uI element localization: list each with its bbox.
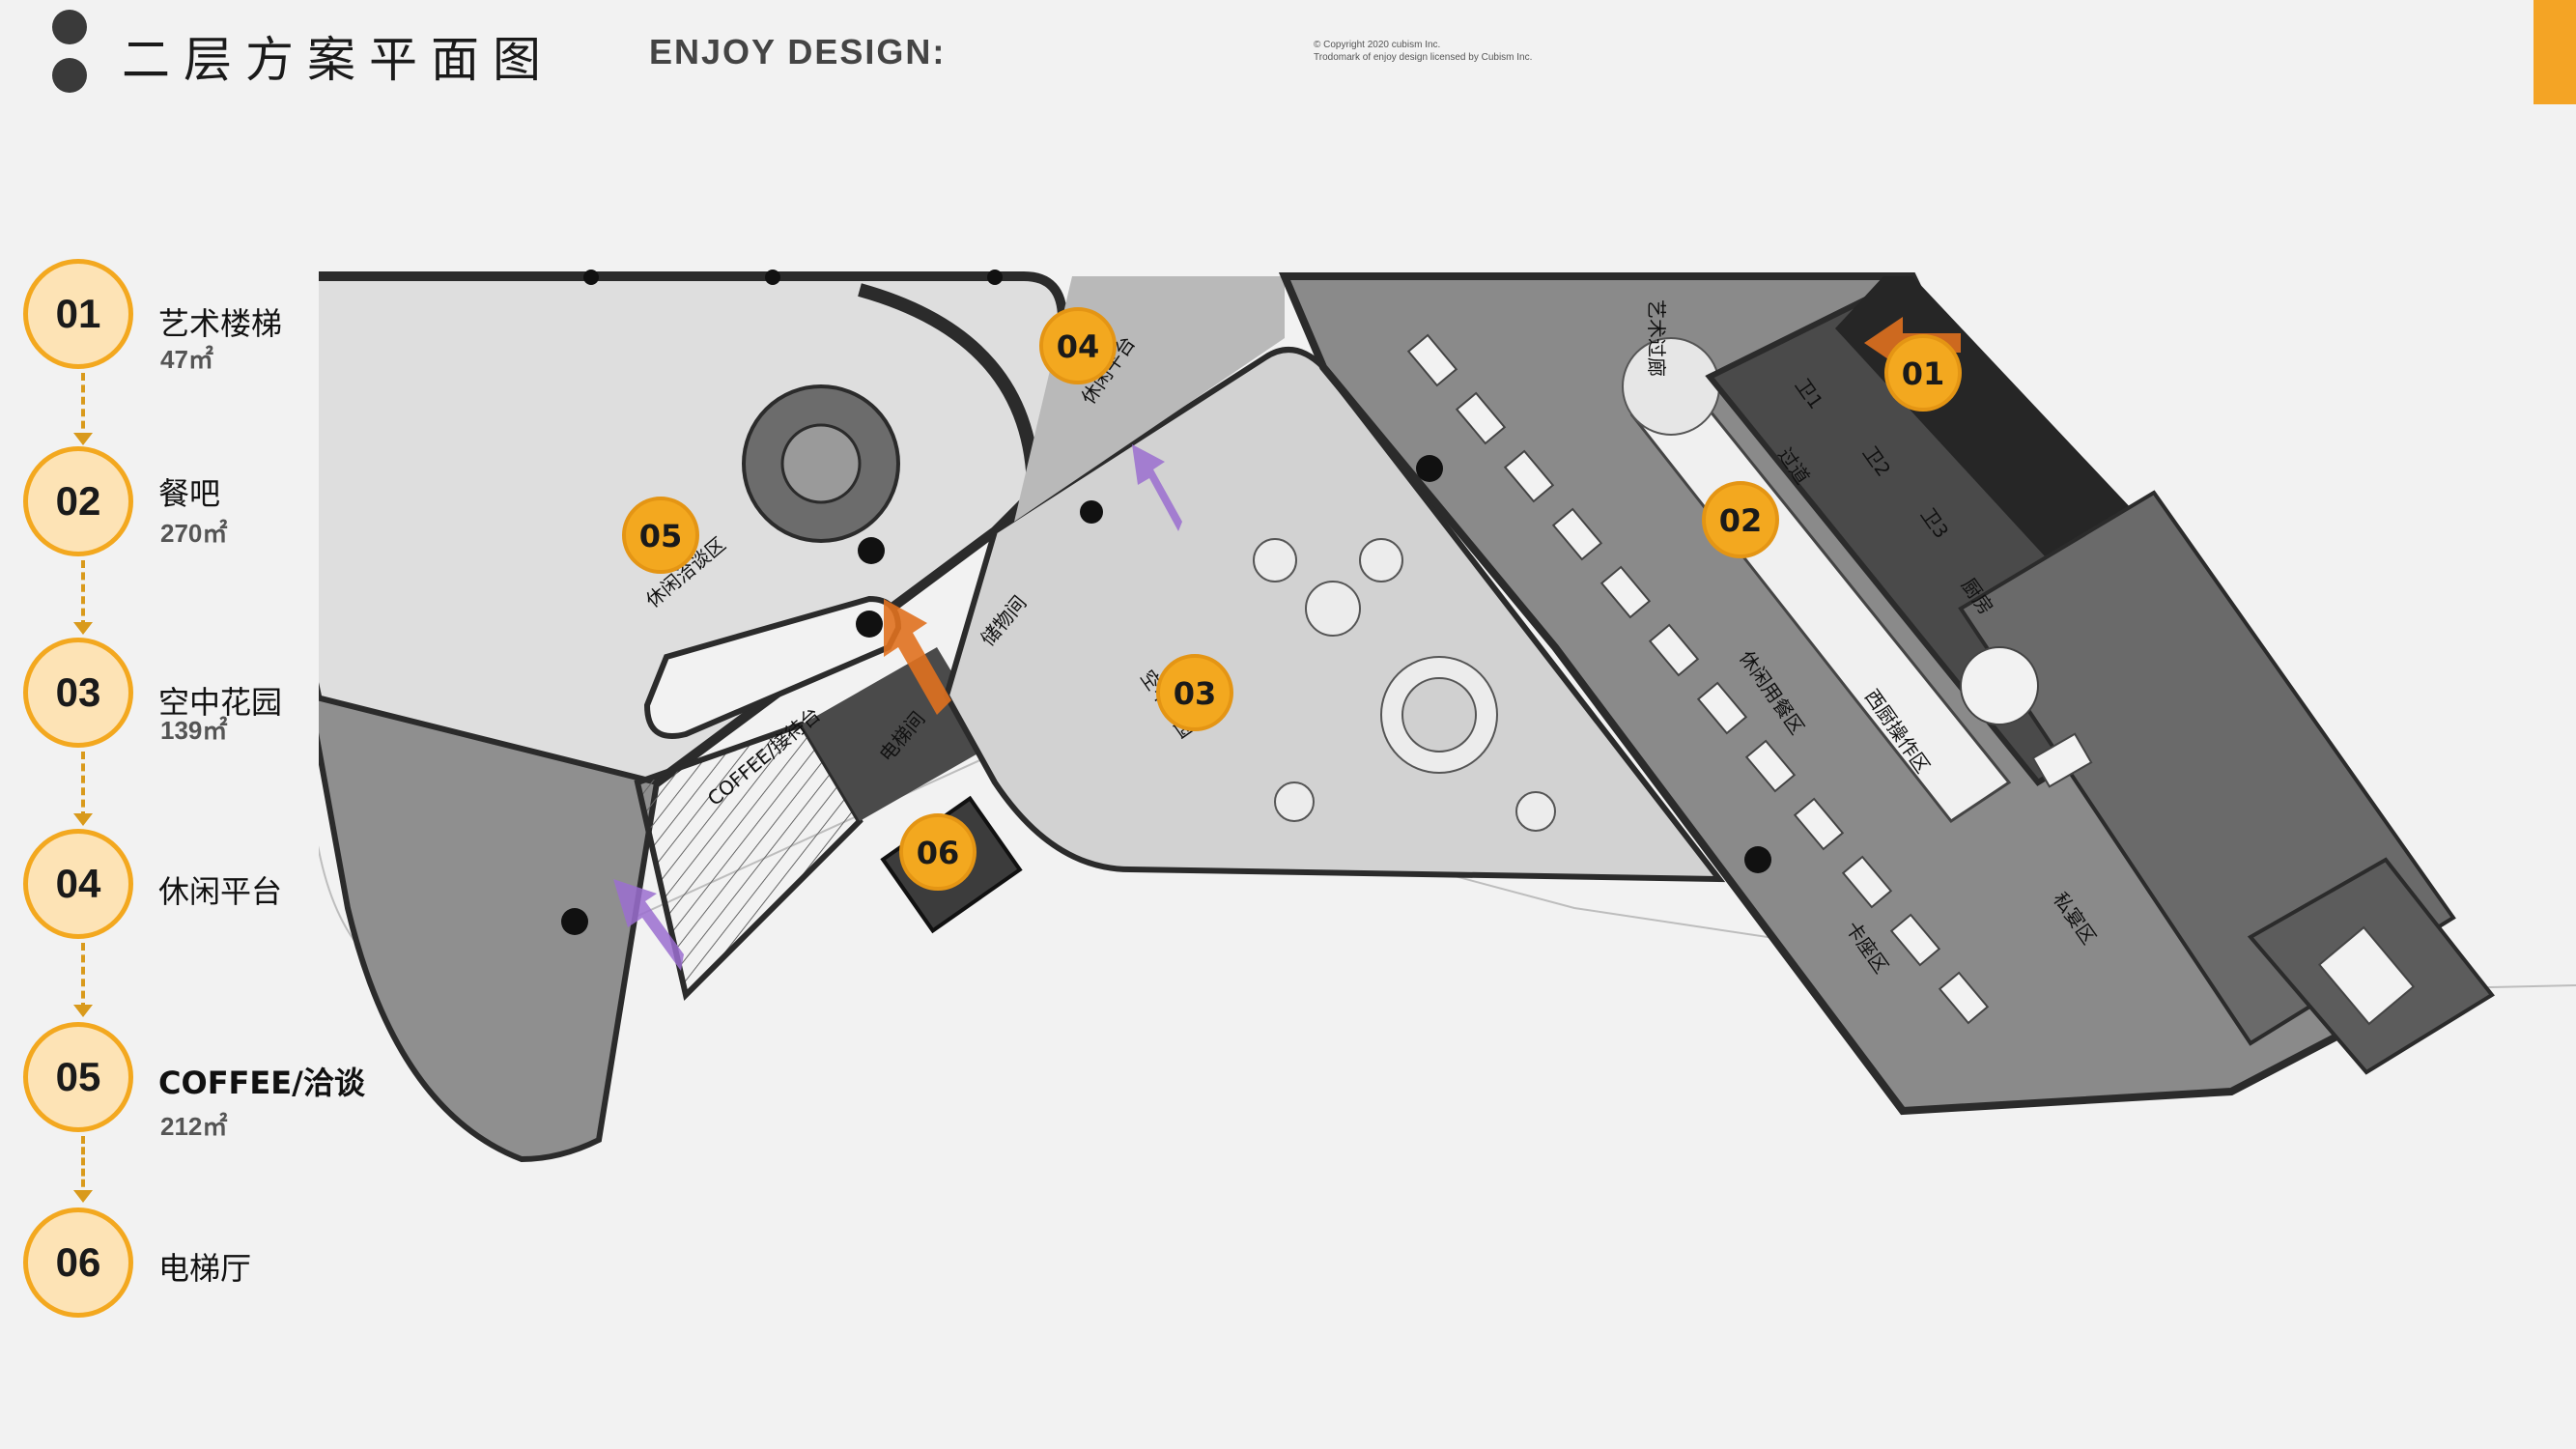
copyright-notice: © Copyright 2020 cubism Inc. Trodomark o… [1314,39,1532,64]
header-dots-icon [52,10,91,97]
legend-connector [81,1136,85,1198]
arrow-down-icon [73,1005,93,1017]
legend-item-sky-garden[interactable]: 03 空中花园 139㎡ [23,638,410,757]
round-table [1305,581,1361,637]
legend-item-name: 餐吧 [158,475,221,512]
coffee-counter [643,595,902,739]
kitchen-island [1960,646,2039,725]
legend-item-name: 休闲平台 [158,873,283,910]
plan-marker-label: 01 [1902,355,1945,392]
legend-connector [81,943,85,1010]
dot-icon [52,58,87,93]
legend-item-elevator-hall[interactable]: 06 电梯厅 [23,1208,410,1327]
plan-marker-05[interactable]: 05 [622,497,699,574]
legend-item-area: 139㎡ [160,716,228,745]
trademark-line: Trodomark of enjoy design licensed by Cu… [1314,52,1533,63]
legend: 01 艺术楼梯 47㎡ 02 餐吧 270㎡ 03 空中花园 139㎡ 04 休… [0,0,406,1449]
legend-badge: 02 [23,446,133,556]
legend-item-name: 电梯厅 [158,1250,252,1287]
arrow-down-icon [73,433,93,445]
copyright-line: © Copyright 2020 cubism Inc. [1314,40,1441,50]
direction-arrow-icon [884,599,951,715]
plan-marker-label: 05 [639,518,683,554]
dot-icon [52,10,87,44]
round-table [1515,791,1556,832]
legend-item-name: 艺术楼梯 [158,305,283,342]
legend-item-area: 270㎡ [160,519,228,548]
corner-accent-bar [2534,0,2576,104]
legend-item-name: 空中花园 [158,684,283,721]
plan-marker-label: 02 [1719,502,1763,539]
page-title: 二层方案平面图 [122,32,554,88]
legend-badge: 03 [23,638,133,748]
legend-connector [81,560,85,628]
arrow-down-icon [73,813,93,826]
plan-marker-label: 06 [917,835,960,871]
lower-left-floor [305,691,661,1163]
plan-markers: 01 02 03 04 05 06 [622,307,1962,891]
legend-item-leisure-platform[interactable]: 04 休闲平台 [23,829,410,949]
arrow-down-icon [73,1190,93,1203]
legend-item-name: COFFEE/洽谈 [158,1065,365,1101]
legend-badge: 04 [23,829,133,939]
legend-item-coffee[interactable]: 05 COFFEE/洽谈 212㎡ [23,1022,410,1142]
legend-badge: 05 [23,1022,133,1132]
dining-tables [1406,333,1990,1025]
round-table [1359,538,1403,582]
legend-badge: 01 [23,259,133,369]
legend-item-area: 212㎡ [160,1112,228,1141]
direction-arrow-icon [613,879,684,971]
round-table [1253,538,1297,582]
brand-label: ENJOY DESIGN: [649,32,947,71]
legend-item-area: 47㎡ [160,345,213,374]
plan-marker-02[interactable]: 02 [1702,481,1779,558]
round-table [1401,677,1477,753]
plan-marker-03[interactable]: 03 [1156,654,1233,731]
direction-arrow-icon [1132,444,1182,531]
plan-marker-06[interactable]: 06 [899,813,977,891]
plan-marker-04[interactable]: 04 [1039,307,1117,384]
round-table [1274,781,1315,822]
legend-item-dining-bar[interactable]: 02 餐吧 270㎡ [23,446,410,566]
floor-plan: 艺术过廊 休闲平台 休闲洽谈区 COFFEE/接待台 储物间 电梯间 空中花园 … [192,242,2576,1227]
legend-badge: 06 [23,1208,133,1318]
plan-marker-label: 04 [1057,328,1100,365]
arrow-down-icon [73,622,93,635]
legend-item-art-stairs[interactable]: 01 艺术楼梯 47㎡ [23,259,410,379]
plan-marker-label: 03 [1174,675,1217,712]
room-label-art-corridor: 艺术过廊 [1645,299,1668,377]
private-table [2317,925,2416,1026]
plan-marker-01[interactable]: 01 [1884,334,1962,412]
legend-connector [81,373,85,440]
legend-connector [81,752,85,819]
kitchen-counter [2031,732,2093,788]
spiral-stair-core [780,423,862,504]
